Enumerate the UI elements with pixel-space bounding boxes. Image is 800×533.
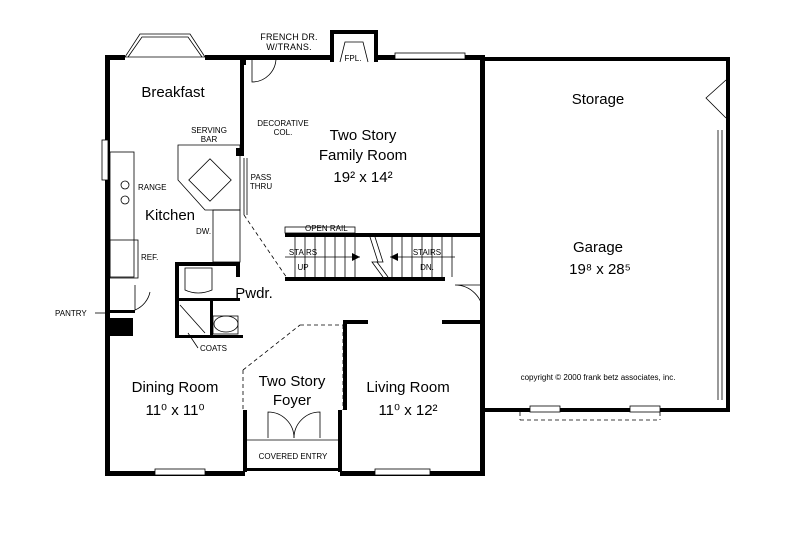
serving-bar-label-line1: SERVING bbox=[191, 126, 227, 135]
covered-entry-label: COVERED ENTRY bbox=[259, 452, 328, 461]
open-rail-label: OPEN RAIL bbox=[305, 224, 348, 233]
french-door bbox=[240, 57, 277, 83]
stairs-up-label-line2: UP bbox=[297, 263, 308, 272]
windows bbox=[101, 52, 466, 476]
ref-label: REF. bbox=[141, 253, 158, 262]
range-label: RANGE bbox=[138, 183, 166, 192]
copyright-text: copyright © 2000 frank betz associates, … bbox=[521, 373, 676, 382]
stairs-dn-label-line2: DN. bbox=[420, 263, 434, 272]
pantry-label: PANTRY bbox=[55, 309, 87, 318]
coats-label: COATS bbox=[200, 344, 227, 353]
pass-thru-label-line2: THRU bbox=[250, 182, 272, 191]
entry-door bbox=[247, 411, 338, 441]
kitchen-fixtures bbox=[109, 144, 248, 311]
powder-fixtures bbox=[179, 267, 239, 335]
foyer-label-line2: Foyer bbox=[273, 392, 311, 409]
family-room-dim: 19² x 14² bbox=[333, 169, 392, 186]
fireplace-label: FPL. bbox=[345, 54, 362, 63]
dw-label: DW. bbox=[196, 227, 211, 236]
garage-label: Garage bbox=[573, 239, 623, 256]
stairs-dn-label-line1: STAIRS bbox=[413, 248, 441, 257]
garage-dim: 19⁸ x 28⁵ bbox=[569, 261, 631, 278]
fireplace: FPL. bbox=[330, 30, 378, 63]
powder-label: Pwdr. bbox=[235, 285, 273, 302]
living-room-dim: 11⁰ x 12² bbox=[378, 402, 437, 419]
family-room-label-line1: Two Story bbox=[330, 127, 397, 144]
foyer-label-line1: Two Story bbox=[259, 373, 326, 390]
dining-room-label: Dining Room bbox=[132, 379, 219, 396]
storage-label: Storage bbox=[572, 91, 625, 108]
breakfast-label: Breakfast bbox=[141, 84, 205, 101]
family-room-label-line2: Family Room bbox=[319, 147, 407, 164]
room-labels: Breakfast Kitchen Two Story Family Room … bbox=[132, 84, 631, 419]
living-room-label: Living Room bbox=[366, 379, 449, 396]
bay-window bbox=[124, 33, 206, 58]
interior-walls bbox=[105, 55, 727, 410]
decorative-col-label-line2: COL. bbox=[274, 128, 293, 137]
dashed-openings bbox=[242, 214, 661, 421]
stairs bbox=[284, 226, 455, 278]
decorative-col-label-line1: DECORATIVE bbox=[257, 119, 308, 128]
stairs-up-label-line1: STAIRS bbox=[289, 248, 317, 257]
annotation-labels: FRENCH DR. W/TRANS. SERVING BAR DECORATI… bbox=[55, 32, 675, 461]
french-door-label-line1: FRENCH DR. bbox=[260, 32, 318, 42]
pass-thru-label-line1: PASS bbox=[251, 173, 272, 182]
dining-room-dim: 11⁰ x 11⁰ bbox=[145, 402, 204, 419]
french-door-label-line2: W/TRANS. bbox=[266, 42, 312, 52]
kitchen-label: Kitchen bbox=[145, 207, 195, 224]
serving-bar-label-line2: BAR bbox=[201, 135, 218, 144]
